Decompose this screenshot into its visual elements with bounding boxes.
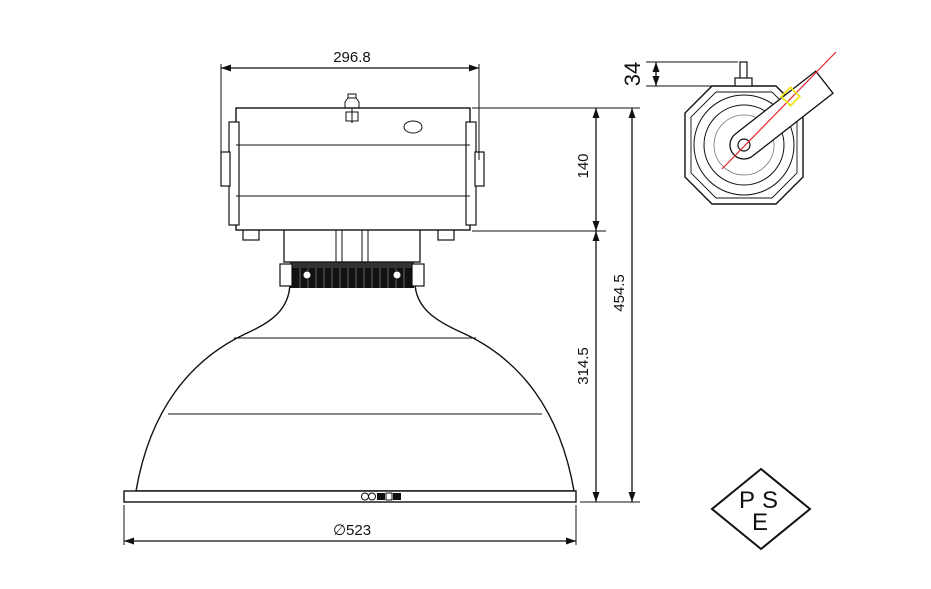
dim-bracket-offset-label: 34: [620, 62, 645, 86]
yellow-marker: [780, 86, 801, 107]
top-view: 34: [620, 51, 837, 205]
dim-top-width: 296.8: [220, 49, 480, 160]
dim-reflector-height: 314.5: [575, 231, 600, 502]
lamp-collar: [279, 262, 425, 288]
dim-total-height: 454.5: [611, 108, 636, 502]
red-axis-line: [721, 51, 837, 170]
pse-letter-e: E: [752, 509, 768, 536]
reflector-outer-circle: [693, 94, 795, 196]
ballast-housing: [220, 93, 485, 231]
dim-top-width-label: 296.8: [333, 49, 371, 66]
dim-housing-height: 140: [575, 108, 600, 231]
support-bracket: [242, 228, 455, 263]
front-view: 296.8 ∅523 140 314.5 454.5: [123, 49, 640, 545]
rim-clips: [361, 492, 401, 501]
pse-letter-p: P: [739, 487, 755, 514]
dim-reflector-height-label: 314.5: [575, 347, 592, 385]
pivot-hole: [737, 138, 751, 152]
pse-diamond: [710, 467, 812, 551]
reflector-rim: [123, 490, 577, 503]
dim-diameter: ∅523: [123, 505, 577, 545]
bracket-arm: [729, 70, 834, 160]
dim-diameter-label: ∅523: [333, 522, 371, 539]
dim-bracket-offset: 34: [620, 61, 738, 87]
pse-letter-s: S: [762, 487, 778, 514]
pse-mark: P S E: [710, 467, 812, 551]
dim-total-height-label: 454.5: [611, 274, 628, 312]
dim-housing-height-label: 140: [575, 153, 592, 178]
reflector-dome: [135, 281, 575, 492]
reflector-inner-circle: [703, 104, 785, 186]
